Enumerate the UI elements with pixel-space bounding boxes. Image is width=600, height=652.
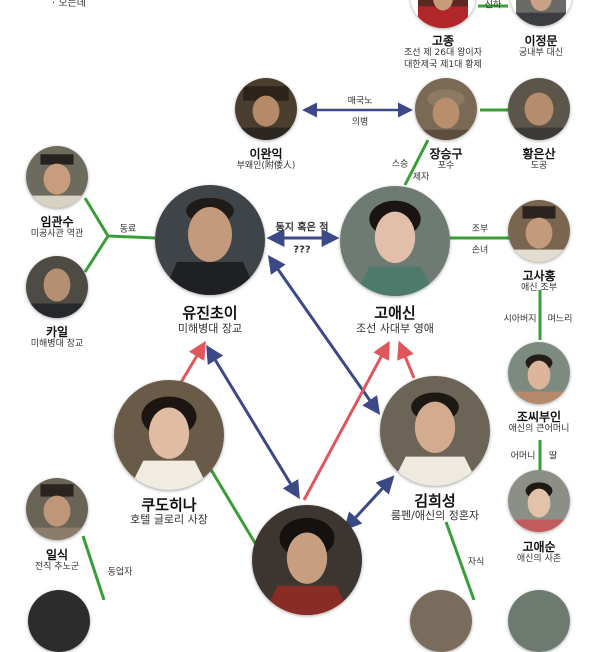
rel-sahong-josi-a: 시아버지 [503, 314, 537, 325]
rel-josi-aesun-b: 딸 [548, 451, 558, 462]
portrait-bottom-left [28, 590, 90, 652]
gojong-face-icon [418, 0, 468, 28]
name-hwangeunsan: 황은산 [522, 147, 556, 161]
leewanik-face-icon [235, 78, 297, 140]
portrait-gosaheung [508, 200, 570, 262]
name-goaesun: 고애순 [522, 540, 556, 554]
rel-imgwansu-kail: 동료 [119, 224, 137, 235]
relationship-lines [81, 4, 542, 600]
role-leejeongmun: 궁내부 대신 [518, 48, 564, 58]
arrow-eugene-heeseong [267, 255, 381, 415]
role-hwangeunsan: 도공 [530, 161, 548, 171]
name-kudohina: 쿠도히나 [141, 496, 197, 514]
bottom-right-1-face-icon [410, 590, 472, 652]
rel-aeshin-sahong-top: 조부 [471, 224, 489, 235]
portrait-bottom-right-1 [410, 590, 472, 652]
rel-wanik-seunggu-bottom: 의병 [351, 117, 369, 128]
portrait-bottom-right-2 [508, 590, 570, 652]
role-leewanik: 부왜인(附倭人) [236, 161, 296, 171]
role-kudohina: 호텔 글로리 사장 [130, 513, 208, 526]
rel-eugene-aeshin-bottom: ??? [293, 244, 311, 256]
bottom-right-2-face-icon [508, 590, 570, 652]
line-ilsik-next [81, 535, 106, 600]
portrait-aeshin [340, 186, 450, 296]
role-goaesun: 애신의 사촌 [516, 554, 562, 564]
eugene-face-icon [155, 185, 265, 295]
jangseunggu-face-icon [415, 78, 477, 140]
rel-eugene-aeshin-top: 동지 혹은 적 [275, 222, 329, 234]
arrow-eugene-bottom [206, 344, 300, 500]
bottom-center-face-icon [252, 505, 362, 615]
line-hina-bottom [208, 467, 260, 549]
portrait-gojong [410, 0, 476, 28]
line-group-eugene [107, 234, 156, 240]
name-imgwansu: 임관수 [40, 215, 74, 229]
rel-seunggu-aeshin-b: 제자 [412, 172, 430, 183]
portrait-hwangeunsan [508, 78, 570, 140]
role-gosaheung: 애신 조부 [521, 283, 557, 293]
name-leewanik: 이완익 [249, 147, 283, 161]
rel-ilsik-next: 동업자 [107, 567, 133, 578]
name-jangseunggu: 장승구 [429, 147, 463, 161]
role-aeshin: 조선 사대부 영애 [356, 322, 434, 335]
name-eugene: 유진초이 [182, 304, 238, 322]
role-jangseunggu: 포수 [437, 161, 455, 171]
role-gojong-line2: 대한제국 제1대 황제 [404, 60, 482, 70]
portrait-kudohina [114, 380, 224, 490]
portrait-leewanik [235, 78, 297, 140]
portrait-leejeongmun [510, 0, 572, 26]
role-kail: 미해병대 장교 [30, 339, 84, 349]
ilsik-face-icon [26, 478, 88, 540]
name-gosaheung: 고사홍 [522, 269, 556, 283]
role-eugene: 미해병대 장교 [177, 322, 243, 335]
name-ilsik: 일식 [45, 548, 69, 562]
hwangeunsan-face-icon [508, 78, 570, 140]
kail-face-icon [26, 256, 88, 318]
goaesun-face-icon [508, 470, 570, 532]
rel-seunggu-aeshin-a: 스승 [391, 159, 409, 170]
role-gojong-line1: 조선 제 26대 왕이자 [404, 48, 482, 58]
rel-josi-aesun-a: 어머니 [510, 451, 536, 462]
rel-sahong-josi-b: 며느리 [547, 314, 573, 325]
name-kail: 카일 [45, 325, 69, 339]
rel-gojong-sinha: 신하 [484, 0, 502, 11]
role-ilsik: 전직 추노군 [34, 562, 80, 572]
arrow-heeseong-aeshin [397, 340, 416, 379]
portrait-goaesun [508, 470, 570, 532]
line-seunggu-aeshin [403, 139, 430, 186]
portrait-bottom-center [252, 505, 362, 615]
rel-heeseong-next: 자식 [467, 557, 485, 568]
rel-aeshin-sahong-bottom: 손녀 [471, 245, 489, 256]
josibuin-face-icon [508, 342, 570, 404]
name-gojong: 고종 [431, 34, 455, 48]
name-kimheeseong: 김희성 [414, 492, 456, 510]
leejeongmun-face-icon [516, 0, 566, 26]
role-kimheeseong: 룸펜/애신의 정혼자 [390, 509, 480, 522]
rel-wanik-seunggu-top: 매국노 [347, 96, 373, 107]
name-aeshin: 고애신 [374, 304, 416, 322]
portrait-josibuin [508, 342, 570, 404]
arrow-bottom-aeshin [302, 340, 390, 501]
arrow-heeseong-bottom [343, 475, 395, 531]
name-josibuin: 조씨부인 [516, 410, 562, 424]
kudohina-face-icon [114, 380, 224, 490]
header-fragment: · 오는데 [52, 0, 86, 9]
portrait-eugene [155, 185, 265, 295]
portrait-kimheeseong [380, 376, 490, 486]
name-leejeongmun: 이정문 [524, 34, 558, 48]
portrait-imgwansu [26, 146, 88, 208]
bottom-left-face-icon [28, 590, 90, 652]
kimheeseong-face-icon [380, 376, 490, 486]
role-josibuin: 애신의 큰어머니 [508, 424, 570, 434]
imgwansu-face-icon [26, 146, 88, 208]
role-imgwansu: 미공사관 역관 [30, 229, 84, 239]
portrait-jangseunggu [415, 78, 477, 140]
line-heeseong-next [444, 521, 476, 600]
portrait-ilsik [26, 478, 88, 540]
line-imgwansu-kail [83, 197, 110, 273]
arrow-hina-eugene [178, 340, 206, 385]
gosaheung-face-icon [508, 200, 570, 262]
aeshin-face-icon [340, 186, 450, 296]
portrait-kail [26, 256, 88, 318]
